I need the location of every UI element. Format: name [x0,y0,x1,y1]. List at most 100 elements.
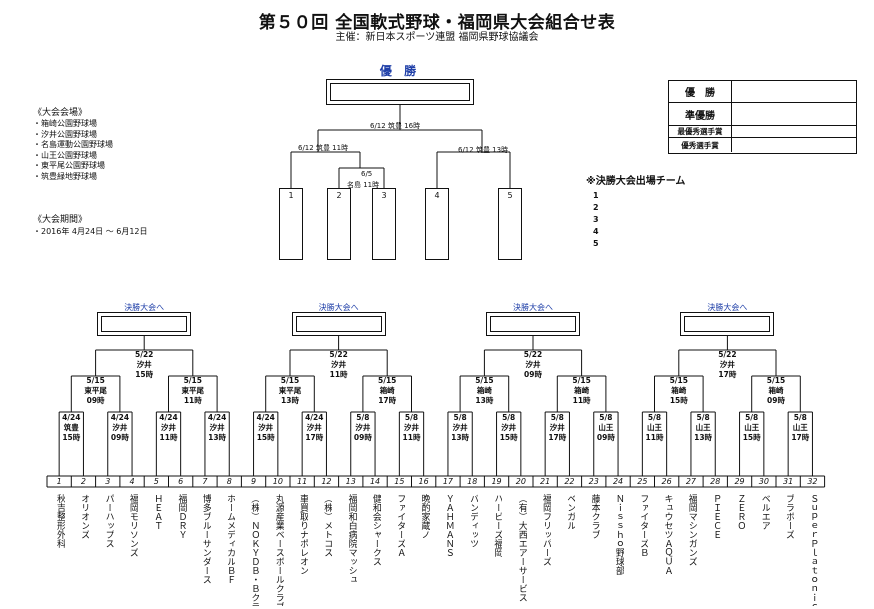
team-number: 23 [588,477,599,486]
left-final-match-info: 6/12 筑豊 11時 [298,144,349,152]
team-name: ＳｕｐｅｒＰｌａｔｏｎｉｃｓ [808,494,819,606]
team-name: バンディッツ [468,494,479,548]
block-label: 決勝大会へ [124,303,165,312]
semifinal-match-place: 箱崎 [671,386,687,395]
semifinal-match-date: 5/15 [280,376,300,385]
first-round-match-time: 13時 [694,433,713,442]
results-row-label: 優秀選手賞 [669,138,732,152]
team-number: 7 [202,477,208,486]
team-number: 20 [515,477,526,486]
team-name: Ｎｉｓｓｈｏ野球部 [613,494,624,575]
team-number: 31 [783,477,794,486]
block-final-match-date: 5/22 [329,350,348,359]
organizer-subtitle: 主催：新日本スポーツ連盟 福岡県野球協議会 [335,32,539,43]
block-final-match-date: 5/22 [134,350,154,359]
block-label: 決勝大会へ [513,303,553,312]
semifinal-match-time: 17時 [378,396,397,405]
block-final-match-place: 汐井 [331,360,347,369]
semifinal-match-time: 11時 [572,396,591,405]
first-round-match-place: 汐井 [258,423,274,432]
block-final-match-time: 09時 [524,370,542,379]
qualifier-number: 3 [593,215,599,224]
team-name: （株）ＮＯＫＹＤＢ・Ｂクラブ [249,494,260,606]
team-number: 2 [80,477,86,486]
venue-item: ・山王公園野球場 [33,150,97,160]
results-row-label: 準優勝 [669,103,732,125]
team-number: 12 [321,477,332,486]
results-row-runner-up: 準優勝 [669,103,856,126]
final-slot-3: 3 [372,188,396,260]
team-number: 16 [418,477,429,486]
champion-label: 優 勝 [379,64,421,78]
qualifier-number: 1 [593,191,599,200]
first-round-match-date: 5/8 [550,413,564,422]
first-round-match-date: 4/24 [256,413,275,422]
team-name: ファイターズＡ [395,494,406,557]
first-round-match-place: 山王 [744,423,760,432]
team-number: 4 [129,477,135,486]
first-round-match-time: 15時 [256,433,275,442]
semifinal-match-time: 13時 [281,396,299,405]
block-final-match-date: 5/22 [523,350,543,359]
venue-item: ・汐井公園野球場 [33,129,97,139]
first-round-match-date: 5/8 [647,413,662,422]
team-name: ＺＥＲＯ [735,494,746,530]
team-number: 14 [369,477,381,486]
team-number: 8 [226,477,232,486]
semifinal-match-place: 箱崎 [476,386,492,395]
semifinal-match-place: 箱崎 [768,386,784,395]
first-round-match-time: 11時 [402,433,421,442]
venue-item: ・筑豊緑地野球場 [33,171,97,181]
team-name: 福岡和白病院マッシュ [346,494,357,584]
team-name: 秋吉整形外科 [55,494,65,548]
results-table: 優 勝 準優勝 最優秀選手賞 優秀選手賞 [668,80,857,154]
results-row-champion: 優 勝 [669,81,856,103]
final-slot-5: 5 [498,188,522,260]
results-row-excellent: 優秀選手賞 [669,138,856,152]
block-winner-box-inner [295,316,382,332]
team-name: 丸源産業ベースボールクラブ [273,494,284,606]
team-name: オリオンズ [79,494,90,539]
semifinal-match-time: 13時 [475,396,494,405]
team-name: ＨＥＡＴ [152,494,163,530]
semifinal-match-time: 09時 [767,396,785,405]
first-round-match-place: 汐井 [161,423,176,432]
semifinal-match-place: 東平尾 [181,386,205,395]
team-name: 福岡フリッパーズ [541,494,551,566]
first-round-match-time: 15時 [742,433,761,442]
team-number: 10 [272,477,283,486]
results-row-mvp: 最優秀選手賞 [669,126,856,138]
team-name: 車買取りナポレオン [298,494,308,575]
block-final-match-time: 11時 [329,370,348,379]
first-round-match-date: 5/8 [599,413,613,422]
first-round-match-place: 汐井 [549,423,565,432]
first-round-match-date: 4/24 [207,413,227,422]
inner-match-place: 名島 11時 [347,181,380,189]
final-slot-2: 2 [327,188,351,260]
team-name: 福岡マシンガンズ [686,494,697,566]
team-name: ブラボーズ [784,494,794,539]
semifinal-match-place: 東平尾 [84,386,107,395]
team-number: 11 [297,477,308,486]
team-name: パーハップス [103,494,114,548]
final-slot-number: 4 [434,191,440,200]
team-name: 福岡ＤＲＹ [176,494,187,539]
final-slot-4: 4 [425,188,449,260]
qualifier-number: 4 [593,227,599,236]
results-row-label: 最優秀選手賞 [669,126,732,137]
block-winner-box-inner [490,316,576,332]
right-final-match-info: 6/12 筑豊 13時 [458,146,509,154]
team-number: 15 [394,477,405,486]
